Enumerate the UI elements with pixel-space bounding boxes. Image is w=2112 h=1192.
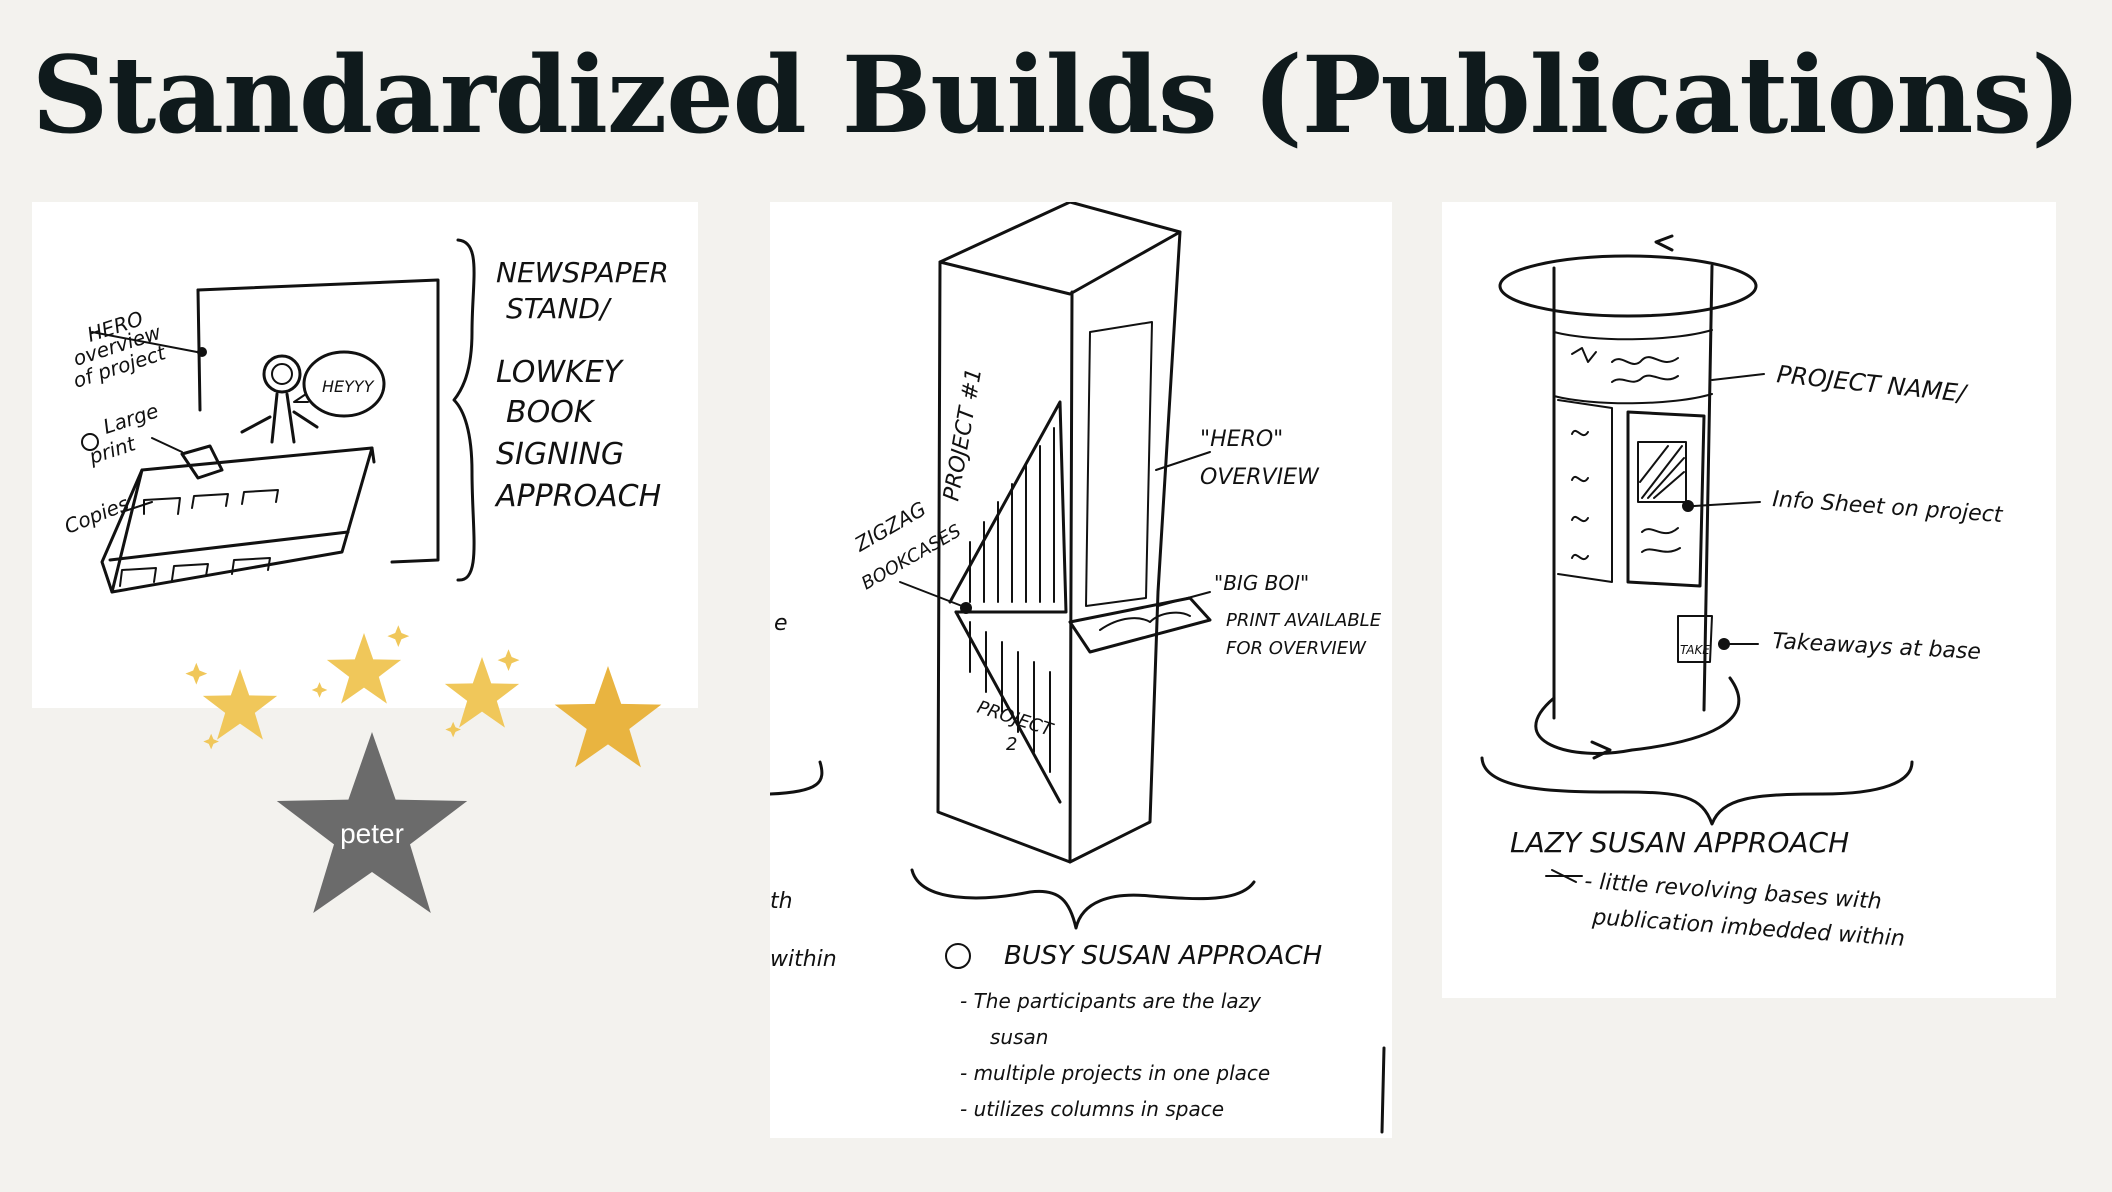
- label-print-available: PRINT AVAILABLE: [1226, 610, 1382, 631]
- busy-susan-caption-title: BUSY SUSAN APPROACH: [1004, 941, 1322, 971]
- title-newspaper: NEWSPAPER: [496, 256, 669, 289]
- label-for-overview: FOR OVERVIEW: [1226, 638, 1367, 659]
- title-signing: SIGNING: [496, 437, 624, 472]
- title-approach: APPROACH: [494, 479, 661, 514]
- label-project-name: PROJECT NAME/: [1775, 360, 1969, 408]
- newspaper-stand-drawing: HEYYY HERO overview of project Large pri…: [61, 238, 669, 594]
- edge-fragment-th: th: [770, 889, 793, 914]
- label-hero-quote: "HERO": [1200, 427, 1283, 452]
- edge-fragment-within: within: [770, 947, 837, 972]
- edge-fragment-e: e: [774, 611, 788, 636]
- busy-susan-drawing: PROJECT #1 PROJECT 2 ZIGZAG BOOKCASES "H…: [770, 202, 1386, 1134]
- lazy-susan-drawing: TAKE PROJECT NAME/ Info Sheet on project…: [1480, 234, 2005, 952]
- label-print: print: [85, 431, 139, 469]
- label-bigboi: "BIG BOI": [1214, 571, 1309, 595]
- busy-susan-caption-line-1: - The participants are the lazy: [960, 989, 1262, 1013]
- takeaway-box-label: TAKE: [1680, 643, 1710, 657]
- sketch-busy-susan: PROJECT #1 PROJECT 2 ZIGZAG BOOKCASES "H…: [770, 202, 1392, 1138]
- sketch-lazy-susan: TAKE PROJECT NAME/ Info Sheet on project…: [1442, 202, 2056, 998]
- title-lowkey: LOWKEY: [496, 355, 625, 390]
- label-project-2-number: 2: [1006, 734, 1017, 755]
- title-book: BOOK: [506, 395, 596, 430]
- label-takeaways: Takeaways at base: [1772, 629, 1982, 665]
- named-star-sticker[interactable]: [276, 732, 468, 913]
- named-star-label: peter: [340, 818, 404, 849]
- busy-susan-caption-line-2: susan: [990, 1025, 1048, 1049]
- label-hero-overview: OVERVIEW: [1200, 465, 1320, 490]
- title-stand: STAND/: [506, 292, 612, 325]
- speech-bubble-text: HEYYY: [322, 377, 375, 396]
- label-copies: Copies: [61, 491, 132, 538]
- busy-susan-caption-line-4: - utilizes columns in space: [960, 1097, 1224, 1121]
- lazy-susan-caption-title: LAZY SUSAN APPROACH: [1510, 826, 1849, 859]
- slide-title: Standardized Builds (Publications): [31, 32, 2081, 157]
- sketch-newspaper-stand: HEYYY HERO overview of project Large pri…: [32, 202, 698, 708]
- label-project-1: PROJECT #1: [939, 366, 987, 503]
- label-info-sheet: Info Sheet on project: [1772, 487, 2005, 528]
- busy-susan-caption-line-3: - multiple projects in one place: [960, 1061, 1270, 1085]
